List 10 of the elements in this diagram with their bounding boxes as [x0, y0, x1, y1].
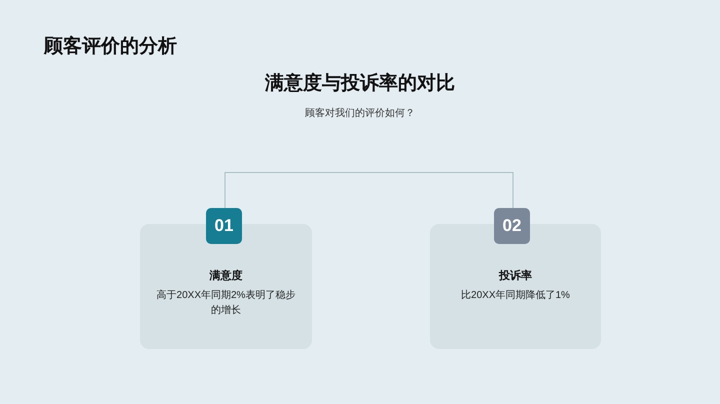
subtitle-question: 顾客对我们的评价如何？	[305, 106, 415, 120]
section-heading: 满意度与投诉率的对比	[265, 72, 455, 96]
card-heading: 投诉率	[499, 269, 532, 283]
number-badge: 02	[494, 208, 530, 244]
card-description: 比20XX年同期降低了1%	[460, 288, 571, 303]
card-description: 高于20XX年同期2%表明了稳步的增长	[156, 288, 296, 318]
number-badge: 01	[206, 208, 242, 244]
card-heading: 满意度	[210, 269, 242, 283]
connector-line	[224, 172, 514, 208]
slide-title: 顾客评价的分析	[44, 34, 177, 59]
